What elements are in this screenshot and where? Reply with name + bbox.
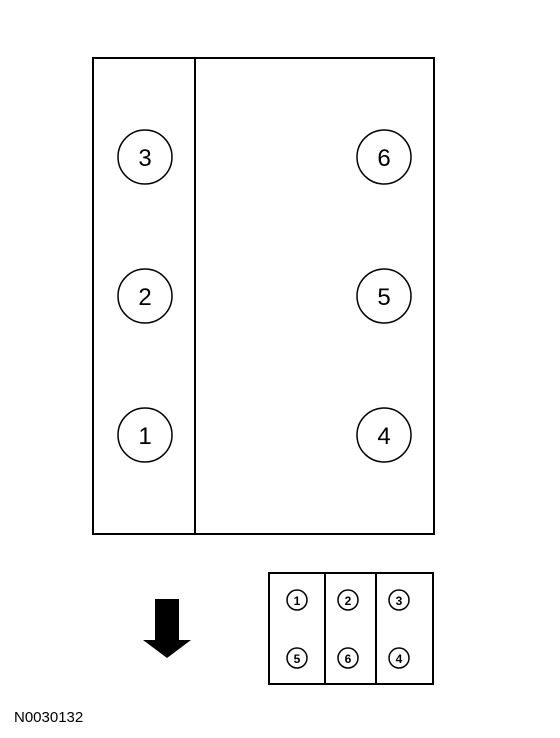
engine-block — [92, 57, 435, 535]
coil-terminal-label: 2 — [345, 594, 352, 608]
coil-terminal-label: 1 — [294, 594, 301, 608]
coil-terminal: 1 — [286, 589, 308, 611]
reference-code: N0030132 — [14, 709, 84, 726]
right-bank: 6 5 4 — [356, 129, 412, 463]
coil-terminal: 3 — [388, 589, 410, 611]
engine-block-outline — [92, 57, 435, 535]
coil-pack: 1 2 3 5 6 4 — [268, 572, 434, 685]
coil-terminal-label: 6 — [345, 652, 352, 666]
coil-terminal-label: 5 — [294, 652, 301, 666]
cylinder-label: 6 — [377, 145, 390, 172]
left-bank: 3 2 1 — [117, 129, 173, 463]
cylinder-left-1: 3 — [117, 129, 173, 185]
coil-terminal: 5 — [286, 647, 308, 669]
cylinder-left-2: 2 — [117, 268, 173, 324]
cylinder-right-1: 6 — [356, 129, 412, 185]
cylinder-label: 3 — [138, 145, 151, 172]
arrow-down-icon — [143, 599, 191, 658]
cylinder-label: 2 — [138, 284, 151, 311]
cylinder-left-3: 1 — [117, 407, 173, 463]
cylinder-right-2: 5 — [356, 268, 412, 324]
cylinder-label: 5 — [377, 284, 390, 311]
cylinder-right-3: 4 — [356, 407, 412, 463]
coil-terminal: 6 — [337, 647, 359, 669]
coil-terminal: 4 — [388, 647, 410, 669]
coil-pack-outline — [268, 572, 434, 685]
cylinder-label: 1 — [138, 423, 151, 450]
coil-terminal: 2 — [337, 589, 359, 611]
coil-terminal-label: 4 — [396, 652, 403, 666]
cylinder-label: 4 — [377, 423, 390, 450]
coil-terminal-label: 3 — [396, 594, 403, 608]
